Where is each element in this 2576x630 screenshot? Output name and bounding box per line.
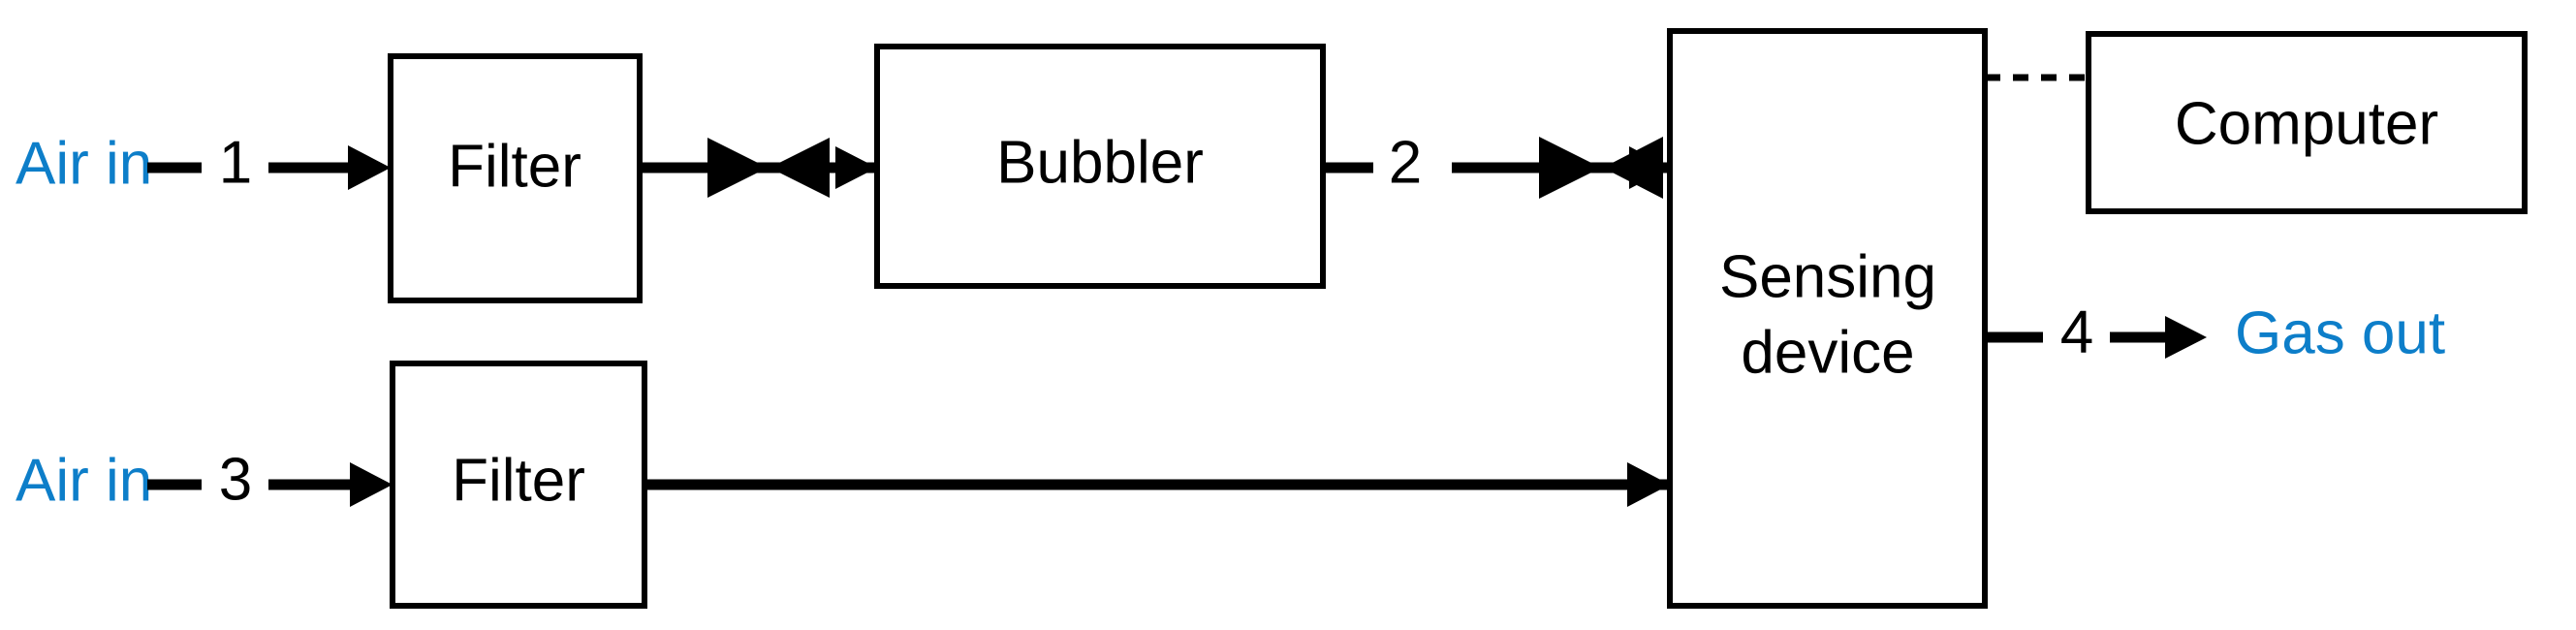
bubbler-box[interactable] (874, 44, 1326, 289)
sensing-device-4-to-gas-out-arrowhead (2165, 316, 2207, 359)
filter-top-to-bubbler-valve-left-triangle (707, 138, 768, 198)
bubbler-2-to-sensing-device-arrowhead (1629, 146, 1670, 189)
filter-bottom-to-sensing-device-arrowhead (1627, 462, 1670, 507)
sensing-device-box[interactable] (1667, 28, 1988, 609)
port-number-3: 3 (219, 446, 252, 513)
computer-box[interactable] (2086, 31, 2528, 214)
bubbler-2-to-sensing-device-valve-left-triangle (1539, 137, 1601, 199)
computer-label: Computer (2175, 90, 2438, 157)
sensing-device-label-line2: device (1741, 319, 1914, 386)
filter-bottom-box[interactable] (390, 361, 647, 609)
air-in-1-to-filter-top-arrowhead (348, 145, 391, 190)
port-number-4: 4 (2060, 299, 2093, 365)
gas-out-label: Gas out (2235, 299, 2445, 366)
filter-top-box[interactable] (388, 53, 643, 303)
filter-top-label: Filter (448, 133, 581, 200)
port-number-2: 2 (1389, 129, 1422, 196)
filter-top-to-bubbler-valve-right-triangle (770, 138, 830, 198)
air-in-top-label: Air in (16, 130, 152, 197)
filter-bottom-label: Filter (452, 447, 585, 514)
bubbler-label: Bubbler (996, 129, 1204, 196)
port-number-1: 1 (219, 129, 252, 196)
air-in-bottom-label: Air in (16, 447, 152, 514)
sensing-device-label-line1: Sensing (1719, 243, 1936, 310)
filter-top-to-bubbler-arrowhead (835, 146, 877, 189)
air-in-3-to-filter-bottom-arrowhead (350, 462, 393, 507)
